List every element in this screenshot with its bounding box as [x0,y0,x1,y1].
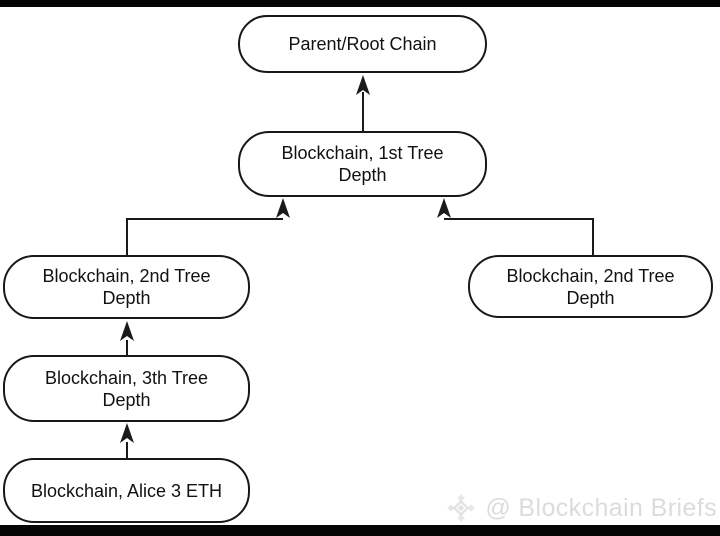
node-blockchain-2nd-tree-depth-right: Blockchain, 2nd Tree Depth [468,255,713,318]
node-blockchain-2nd-tree-depth-left: Blockchain, 2nd Tree Depth [3,255,250,319]
edge-depth1-to-parent [356,75,370,131]
letterbox-bottom-bar [0,525,720,536]
watermark-text: @ Blockchain Briefs [485,493,717,522]
node-label: Parent/Root Chain [288,34,437,54]
node-parent-root-chain: Parent/Root Chain [238,15,487,73]
watermark: @ Blockchain Briefs [444,489,717,527]
node-blockchain-alice-3-eth: Blockchain, Alice 3 ETH [3,458,250,523]
node-label: Blockchain, 2nd Tree Depth [42,266,211,308]
edge-alice-to-depth3 [120,423,134,458]
node-label: Blockchain, Alice 3 ETH [30,480,223,501]
node-blockchain-1st-tree-depth: Blockchain, 1st Tree Depth [238,131,487,197]
edge-depth3-to-depth2left [120,321,134,355]
node-label: Blockchain, 3th Tree Depth [44,367,209,410]
edge-depth2left-to-depth1 [126,198,290,255]
node-label: Blockchain, 1st Tree Depth [281,143,444,185]
binance-diamond-icon [447,494,476,522]
letterbox-top-bar [0,0,720,7]
node-label: Blockchain, 2nd Tree Depth [506,265,675,308]
node-blockchain-3th-tree-depth: Blockchain, 3th Tree Depth [3,355,250,422]
edge-depth2right-to-depth1 [437,198,594,255]
